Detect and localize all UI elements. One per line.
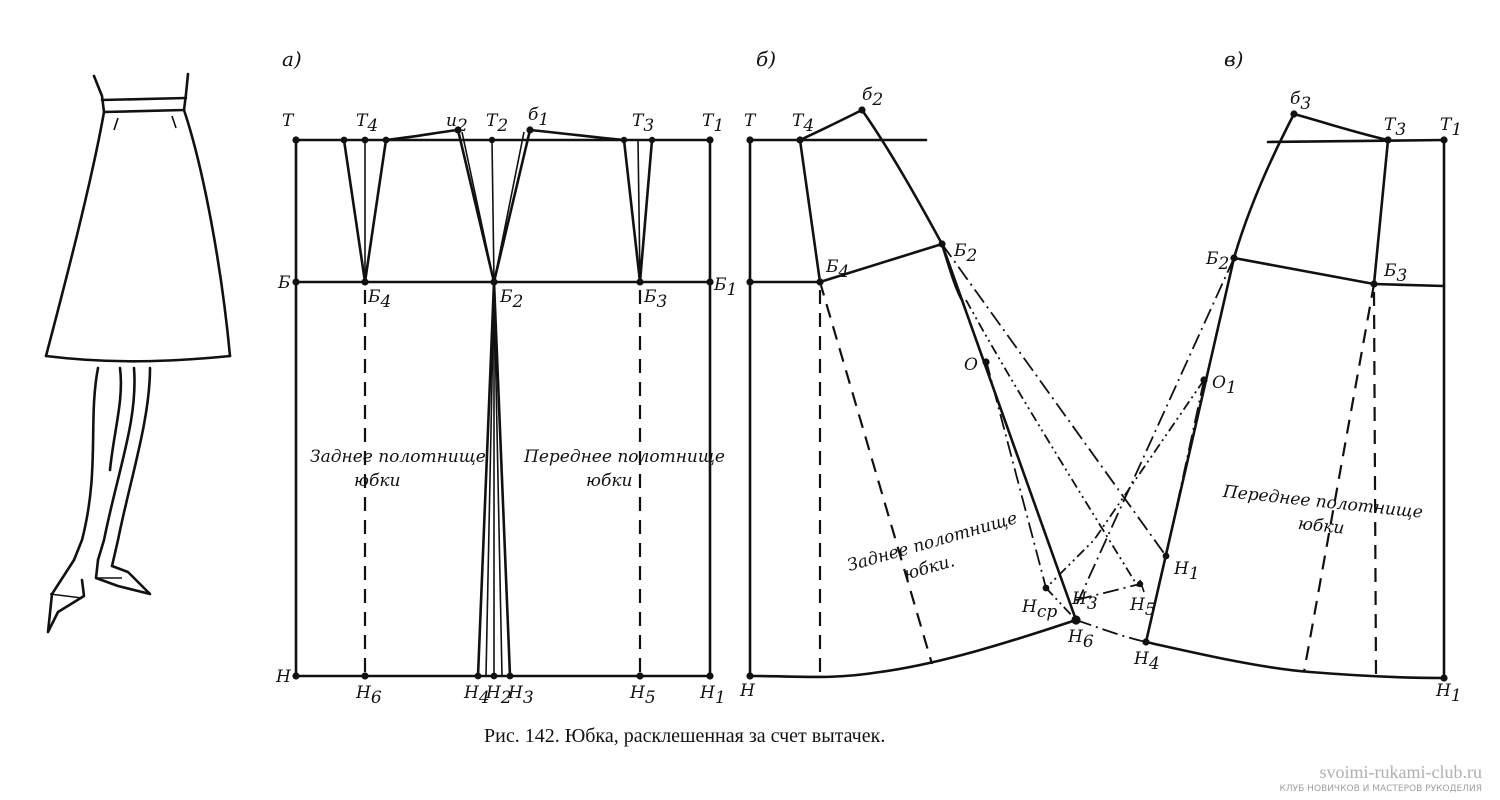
label-c-T1: Т1 (1440, 115, 1462, 140)
skirt-sketch (44, 72, 232, 634)
label-b-B4: Б4 (825, 257, 849, 282)
label-B4: Б4 (367, 287, 391, 312)
label-c-b3-top: б3 (1290, 89, 1311, 114)
label-b-B2: Б2 (953, 241, 977, 266)
label-B3: Б3 (643, 287, 667, 312)
watermark-tagline: КЛУБ НОВИЧКОВ И МАСТЕРОВ РУКОДЕЛИЯ (1279, 784, 1483, 794)
back-panel-label-line1: Заднее полотнище (310, 447, 486, 467)
label-B2: Б2 (499, 287, 523, 312)
figure-caption: Рис. 142. Юбка, расклешенная за счет выт… (484, 725, 885, 747)
label-H4: Н4 (463, 683, 490, 708)
label-T4: Т4 (356, 111, 378, 136)
label-c-B2: Б2 (1205, 249, 1229, 274)
panel-c: в) б3 Т3 Т1 Б2 Б3 О1 Н1 Переднее полотни… (1045, 47, 1462, 706)
watermark: svoimi-rukami-club.ru КЛУБ НОВИЧКОВ И МА… (1280, 762, 1483, 794)
label-c-H1: Н1 (1435, 681, 1462, 706)
label-b-Hcp: Нср (1021, 597, 1057, 622)
label-b-H1: Н1 (1173, 559, 1200, 584)
label-b-T4: Т4 (792, 111, 814, 136)
label-H1: Н1 (699, 683, 726, 708)
watermark-url: svoimi-rukami-club.ru (1319, 762, 1482, 782)
back-panel-label-line2: юбки (354, 471, 400, 491)
label-H6: Н6 (355, 683, 382, 708)
panel-a: а) Т Т4 и2 Т2 б1 Т3 Т1 Б Б4 Б2 Б3 Б1 Н Н… (275, 47, 737, 708)
label-H: Н (275, 667, 292, 687)
label-B1: Б1 (713, 275, 737, 300)
label-b1-top: б1 (528, 105, 549, 130)
label-b-H: Н (739, 681, 756, 701)
label-H2: Н2 (485, 683, 512, 708)
label-b-H4: Н4 (1133, 649, 1160, 674)
label-T3: Т3 (632, 111, 654, 136)
panel-b-title: б) (756, 47, 776, 71)
label-H5: Н5 (629, 683, 656, 708)
panel-c-title: в) (1224, 47, 1243, 71)
label-b-H5: Н5 (1129, 595, 1156, 620)
label-H3: Н3 (507, 683, 534, 708)
label-T2: Т2 (486, 111, 508, 136)
c-front-panel-label-line2: юбки (1297, 514, 1345, 539)
label-b-T: Т (744, 111, 757, 131)
front-panel-label-line1: Переднее полотнище (523, 447, 725, 467)
label-c-B3: Б3 (1383, 261, 1407, 286)
front-panel-label-line2: юбки (586, 471, 632, 491)
label-T1: Т1 (702, 111, 724, 136)
label-B: Б (277, 273, 291, 293)
label-b-H6: Н6 (1067, 627, 1094, 652)
label-c-O1: О1 (1212, 373, 1237, 398)
label-b-H3: Н3 (1071, 589, 1098, 614)
panel-b: б) Т Т4 б2 Б4 Б2 О Нср Н3 Н5 Н6 Н1 Н4 Н … (739, 47, 1200, 701)
label-b-b2-top: б2 (862, 85, 883, 110)
panel-a-title: а) (282, 47, 302, 71)
label-T: Т (282, 111, 295, 131)
label-U2: и2 (446, 111, 468, 136)
label-b-O: О (964, 355, 978, 375)
label-c-T3: Т3 (1384, 115, 1406, 140)
